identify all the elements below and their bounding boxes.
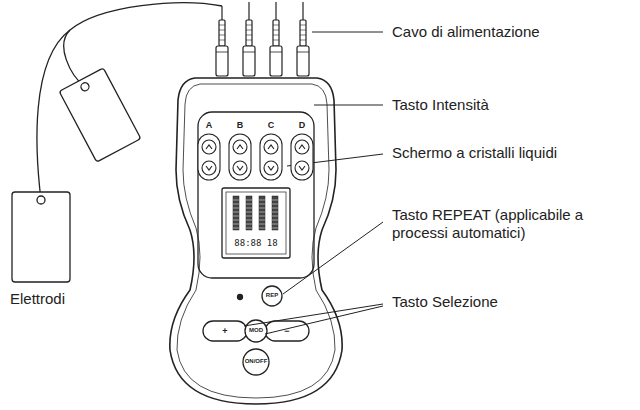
button-text: REP	[266, 292, 278, 299]
plus-button	[203, 321, 247, 341]
housing-inner-edge	[177, 84, 335, 398]
button-text: MOD	[249, 327, 263, 334]
electrode-wire	[37, 30, 70, 200]
electrode-pad	[12, 192, 70, 282]
cable-plug	[297, 2, 309, 76]
device-housing	[170, 78, 342, 404]
channel-letter: B	[237, 120, 244, 131]
channel-letter: A	[206, 120, 213, 131]
cable-plug	[243, 2, 255, 76]
part-label: Cavo di alimentazione	[390, 23, 542, 41]
intensity-button	[291, 134, 313, 180]
electrode-pad	[59, 68, 141, 162]
lcd-readout: 88:88 18	[234, 238, 277, 249]
cable-plug	[270, 2, 282, 76]
power-button	[243, 349, 269, 375]
repeat-button	[262, 286, 282, 306]
button-text: +	[222, 326, 227, 337]
lcd-bar	[272, 196, 278, 230]
intensity-button	[260, 134, 282, 180]
channel-letter: C	[268, 120, 275, 131]
lcd-inner	[226, 192, 286, 254]
part-label: Tasto Selezione	[390, 293, 500, 311]
lcd-screen	[222, 188, 290, 258]
minus-button	[265, 321, 309, 341]
cable-plug	[216, 20, 228, 76]
control-panel	[198, 112, 314, 278]
part-label: Tasto REPEAT (applicabile a processi aut…	[390, 206, 626, 242]
electrode-wire	[64, 3, 222, 87]
button-text: ON/OFF	[245, 358, 268, 365]
channel-letter: D	[299, 120, 306, 131]
lcd-bar	[246, 196, 252, 230]
button-text: −	[284, 326, 289, 337]
part-label: Schermo a cristalli liquidi	[390, 144, 559, 162]
leader-lines	[244, 32, 383, 334]
part-label: Elettrodi	[8, 290, 67, 308]
indicator-led	[238, 295, 243, 300]
part-label: Tasto Intensità	[390, 96, 491, 114]
lcd-bar	[233, 196, 239, 230]
intensity-button	[229, 134, 251, 180]
lcd-bar	[259, 196, 265, 230]
intensity-button	[198, 134, 220, 180]
